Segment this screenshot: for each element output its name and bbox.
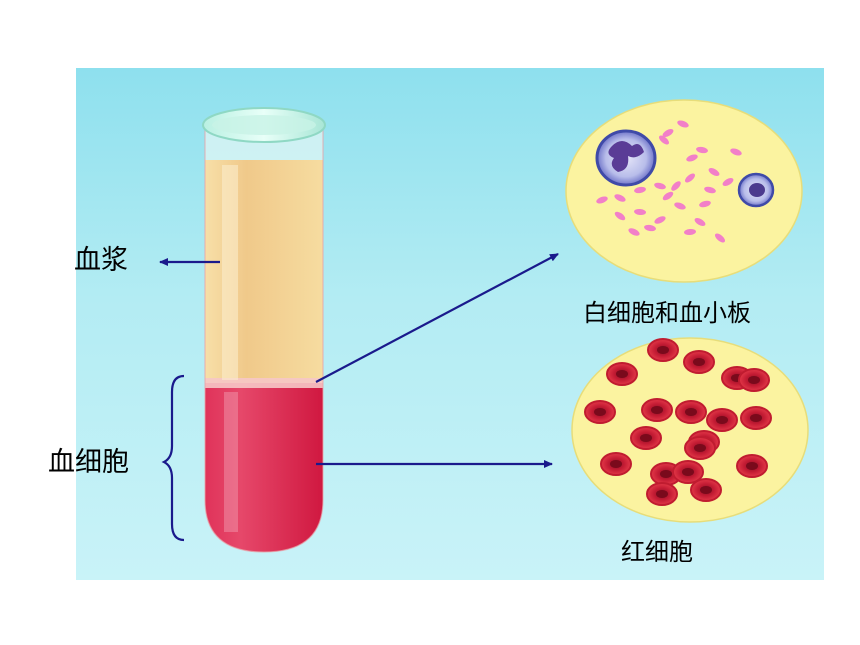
- red-blood-cell: [600, 452, 632, 476]
- platelet: [677, 120, 689, 128]
- platelet: [662, 129, 674, 137]
- white-blood-cell: [737, 172, 775, 208]
- platelet: [704, 186, 716, 194]
- red-blood-cells: [584, 338, 772, 506]
- red-blood-cell: [706, 408, 738, 432]
- blood-cells-layer: [205, 383, 323, 552]
- red-blood-cell: [683, 350, 715, 374]
- platelet: [614, 194, 626, 202]
- rbc-label: 红细胞: [621, 538, 693, 566]
- red-blood-cell: [647, 338, 679, 362]
- blood-cells-brace: [161, 374, 185, 542]
- platelet: [671, 181, 681, 191]
- red-blood-cell: [672, 460, 704, 484]
- red-blood-cell: [684, 436, 716, 460]
- plasma-label: 血浆: [74, 245, 128, 276]
- rbc-circle: [571, 337, 809, 523]
- red-blood-cell: [630, 426, 662, 450]
- wbc-platelet-arrow: [315, 253, 559, 383]
- platelet: [644, 224, 656, 232]
- platelet: [699, 200, 711, 208]
- platelet: [628, 228, 640, 236]
- platelet: [614, 211, 626, 221]
- platelet: [694, 218, 706, 226]
- platelet: [708, 168, 720, 176]
- platelets: [596, 120, 742, 243]
- white-blood-cell: [595, 129, 657, 187]
- platelet: [715, 233, 725, 243]
- platelet: [654, 216, 666, 224]
- wbc-platelet-circle: [565, 99, 803, 283]
- blood-cells-label: 血细胞: [48, 447, 129, 478]
- platelet: [634, 208, 646, 216]
- platelet: [722, 178, 734, 186]
- red-blood-cell: [584, 400, 616, 424]
- platelet: [684, 228, 696, 236]
- platelet: [730, 148, 742, 156]
- platelet: [634, 186, 646, 194]
- platelet: [654, 182, 666, 190]
- platelet: [685, 173, 695, 183]
- red-blood-cell: [606, 362, 638, 386]
- platelet: [662, 191, 674, 201]
- platelet: [686, 154, 698, 162]
- platelet: [596, 196, 608, 204]
- red-blood-cell: [675, 400, 707, 424]
- red-blood-cell: [690, 478, 722, 502]
- red-blood-cell: [740, 406, 772, 430]
- platelet: [674, 202, 686, 210]
- red-blood-cell: [641, 398, 673, 422]
- red-blood-cell: [738, 368, 770, 392]
- platelet: [659, 135, 669, 145]
- platelet: [696, 146, 708, 154]
- wbc-platelets-label: 白细胞和血小板: [583, 299, 751, 327]
- red-blood-cell: [646, 482, 678, 506]
- test-tube: [202, 107, 326, 553]
- red-blood-cell: [736, 454, 768, 478]
